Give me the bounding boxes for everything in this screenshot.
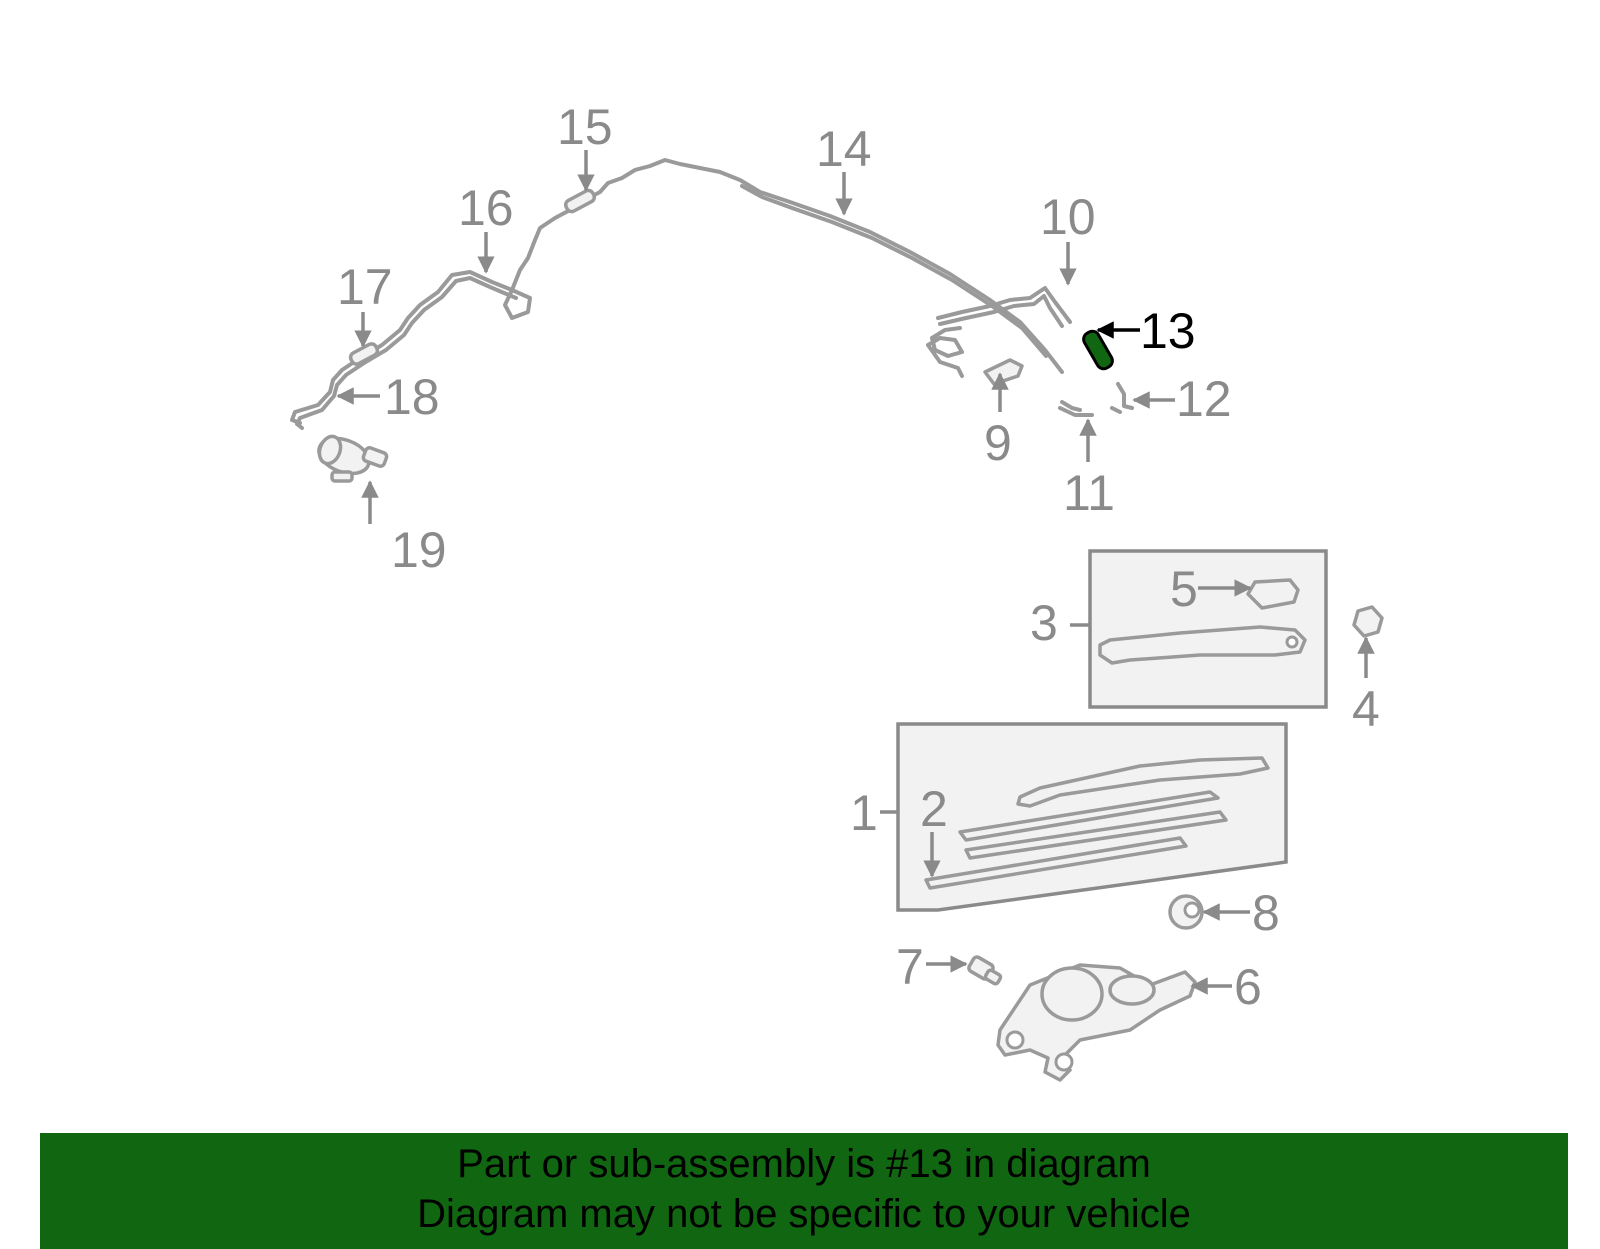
callout-3: 3 bbox=[1030, 595, 1058, 651]
callout-4: 4 bbox=[1352, 681, 1380, 737]
wiper-motor-6 bbox=[996, 963, 1197, 1082]
washer-pump-19 bbox=[317, 434, 389, 483]
banner-line-1: Part or sub-assembly is #13 in diagram bbox=[457, 1142, 1151, 1186]
callout-19: 19 bbox=[391, 522, 447, 578]
leader-arrows bbox=[336, 150, 1375, 995]
callout-10: 10 bbox=[1040, 189, 1096, 245]
banner-line-2: Diagram may not be specific to your vehi… bbox=[417, 1192, 1191, 1236]
callout-11: 11 bbox=[1063, 465, 1115, 521]
joint-12 bbox=[1110, 382, 1134, 414]
callout-labels: 15 14 16 17 18 19 10 9 11 12 13 5 3 4 1 … bbox=[337, 99, 1380, 1015]
grommet-8 bbox=[1168, 894, 1204, 930]
nozzle-13-highlighted[interactable] bbox=[1081, 329, 1115, 372]
clip-9 bbox=[983, 358, 1024, 386]
elbow-11 bbox=[1058, 400, 1094, 417]
callout-16: 16 bbox=[458, 180, 514, 236]
callout-14: 14 bbox=[816, 121, 872, 177]
callout-1: 1 bbox=[850, 785, 878, 841]
bolt-7 bbox=[967, 955, 1003, 986]
hose-10 bbox=[926, 286, 1072, 378]
callout-7: 7 bbox=[896, 939, 924, 995]
callout-5: 5 bbox=[1170, 561, 1198, 617]
callout-15: 15 bbox=[557, 99, 613, 155]
info-banner: Part or sub-assembly is #13 in diagram D… bbox=[40, 1133, 1568, 1249]
wiper-blade-box-1 bbox=[896, 722, 1288, 912]
nut-4 bbox=[1352, 605, 1384, 638]
callout-9: 9 bbox=[984, 415, 1012, 471]
callout-13: 13 bbox=[1140, 303, 1196, 359]
callout-6: 6 bbox=[1234, 959, 1262, 1015]
wiper-arm-box-3 bbox=[1088, 549, 1328, 709]
callout-8: 8 bbox=[1252, 885, 1280, 941]
callout-12: 12 bbox=[1176, 371, 1232, 427]
callout-18: 18 bbox=[384, 369, 440, 425]
callout-17: 17 bbox=[337, 259, 393, 315]
hose-connector-17 bbox=[348, 342, 380, 366]
callout-2: 2 bbox=[920, 781, 948, 837]
hose-connector-15 bbox=[563, 188, 597, 214]
washer-hose bbox=[290, 158, 1064, 430]
